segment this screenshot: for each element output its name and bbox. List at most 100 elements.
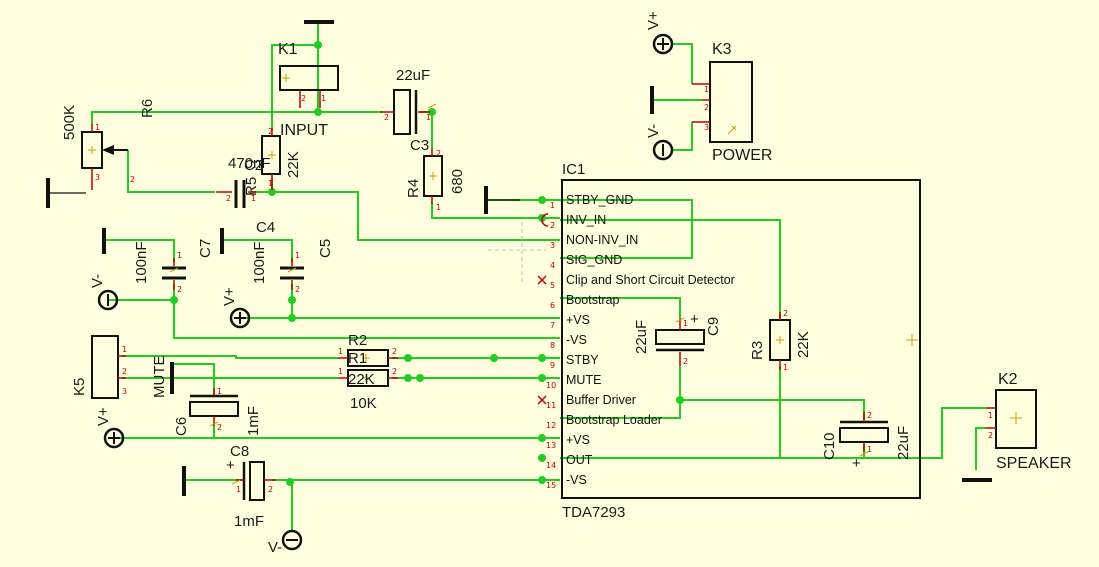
junctions xyxy=(170,41,684,486)
ic-pin-name: Bootstrap xyxy=(566,293,620,307)
ic-pin-name: STBY_GND xyxy=(566,193,633,207)
junction-dot xyxy=(428,108,436,116)
plus-sign: + xyxy=(226,457,235,474)
r5-value: 22K xyxy=(285,151,302,178)
pin-number: 12 xyxy=(546,421,556,430)
connector-k5[interactable]: K5 MUTE 1 2 3 xyxy=(71,335,168,399)
resistor-r5[interactable]: R5 22K 2 1 xyxy=(243,127,302,196)
capacitor-c2[interactable]: 470nF C2 2 1 xyxy=(216,155,271,208)
resistor-r1[interactable]: R1 1 2 xyxy=(338,347,398,367)
c4-ref: C4 xyxy=(256,219,275,236)
wire-k1-r5 xyxy=(271,44,318,108)
capacitor-c10[interactable]: C10 22uF + 2 1 xyxy=(821,411,912,472)
r6-value: 500K xyxy=(61,105,78,140)
wire-c2-ic3 xyxy=(252,191,560,241)
pin-number: 2 xyxy=(226,194,231,203)
wire-out-k2 xyxy=(560,407,986,459)
c5-ref: C5 xyxy=(317,239,334,258)
wire-c7-gnd xyxy=(104,239,175,262)
vplus-k3-icon xyxy=(652,33,674,55)
pin-number: 2 xyxy=(550,221,555,230)
junction-dot xyxy=(676,396,684,404)
vminus-c7-icon xyxy=(97,289,119,311)
c1-value: 22uF xyxy=(396,67,430,84)
plus-sign: + xyxy=(690,311,699,328)
vminus-label-c8: V- xyxy=(268,539,282,556)
potentiometer-r6[interactable]: 500K R6 1 3 2 xyxy=(61,99,156,190)
junction-dot xyxy=(288,314,296,322)
c6-value: 1mF xyxy=(245,406,262,436)
r1-value: 22K xyxy=(348,371,375,388)
c2-value: 470nF xyxy=(228,155,271,172)
connector-k3[interactable]: K3 POWER 1 2 3 xyxy=(692,41,772,164)
capacitor-c1[interactable]: 22uF 2 1 xyxy=(380,67,437,135)
junction-dot xyxy=(288,296,296,304)
c7-ref: C7 xyxy=(197,239,214,258)
pin-number: 4 xyxy=(550,261,555,270)
pin-number: 1 xyxy=(338,347,343,356)
vminus-k3-icon xyxy=(652,139,674,161)
vplus-c6-icon xyxy=(103,427,125,449)
c6-ref: C6 xyxy=(173,417,190,436)
c10-value: 22uF xyxy=(895,426,912,460)
pin-number: 1 xyxy=(426,113,431,122)
pin-number: 8 xyxy=(550,341,555,350)
c2-ref: C2 xyxy=(244,157,263,174)
k1-name: INPUT xyxy=(280,122,328,139)
capacitor-c6[interactable]: C6 1mF 1 2 xyxy=(173,387,262,436)
pin-number: 2 xyxy=(988,431,993,440)
wire-r6-c2 xyxy=(127,150,215,193)
capacitor-c7[interactable]: 100nF C7 1 2 xyxy=(133,239,214,294)
vminus-label-k3: V- xyxy=(645,124,662,138)
r6-ref: R6 xyxy=(139,99,156,118)
pin-number: 2 xyxy=(384,113,389,122)
ic-pin-name: +VS xyxy=(566,433,590,447)
pin-number: 2 xyxy=(122,367,127,376)
wire-ic1-ic4 xyxy=(486,199,693,259)
junction-dot xyxy=(538,374,546,382)
k2-ref: K2 xyxy=(998,371,1018,388)
capacitor-c4[interactable]: C4 100nF C5 1 2 xyxy=(251,219,334,294)
wire-c9-c10 xyxy=(680,399,865,420)
pin-number: 2 xyxy=(295,285,300,294)
ic-tda7293[interactable]: IC1 TDA7293 STBY_GND INV_IN NON-INV_IN S… xyxy=(537,161,921,521)
r1-ref: R1 xyxy=(348,350,367,367)
pin-number: 2 xyxy=(177,285,182,294)
r3-value: 22K xyxy=(795,331,812,358)
junction-dot xyxy=(404,354,412,362)
c8-value: 1mF xyxy=(234,513,264,530)
c10-ref: C10 xyxy=(821,432,838,460)
ic-pin-name: STBY xyxy=(566,353,599,367)
pin-number: 1 xyxy=(338,367,343,376)
pin-number: 1 xyxy=(321,94,326,103)
connector-k1[interactable]: K1 INPUT 2 1 xyxy=(278,41,339,139)
pin-number: 1 xyxy=(217,387,222,396)
connector-k2[interactable]: K2 SPEAKER 1 2 xyxy=(986,371,1072,472)
pin-number: 1 xyxy=(177,251,182,260)
junction-dot xyxy=(268,188,276,196)
wire-c4-gnd xyxy=(222,239,293,262)
pin-number: 2 xyxy=(704,103,709,112)
pin-number: 1 xyxy=(867,445,872,454)
resistor-r3[interactable]: R3 22K 2 1 xyxy=(749,309,812,372)
pin-number: 1 xyxy=(988,411,993,420)
c3-ref: C3 xyxy=(410,137,429,154)
ic-pin-name: OUT xyxy=(566,453,593,467)
pin-number: 2 xyxy=(683,357,688,366)
c8-ref: C8 xyxy=(230,443,249,460)
pin-number: 3 xyxy=(95,173,100,182)
no-connect-icon xyxy=(537,395,547,405)
r5-ref: R5 xyxy=(243,177,260,196)
resistor-r4[interactable]: R4 680 2 1 xyxy=(405,148,466,212)
wire-mute-gnd xyxy=(170,363,215,396)
resistor-r2[interactable]: R2 22K 10K 1 2 xyxy=(338,332,398,412)
ground-symbols xyxy=(46,20,992,496)
capacitor-c8[interactable]: C8 1mF + 1 2 xyxy=(226,443,276,530)
junction-dot xyxy=(538,196,546,204)
pin-number: 2 xyxy=(301,94,306,103)
pin-number: 1 xyxy=(122,345,127,354)
wire-r4-ic2 xyxy=(431,202,560,219)
capacitor-c9[interactable]: 22uF C9 + 1 2 xyxy=(633,311,722,366)
pin-number: 2 xyxy=(392,367,397,376)
plus-sign: + xyxy=(852,455,861,472)
